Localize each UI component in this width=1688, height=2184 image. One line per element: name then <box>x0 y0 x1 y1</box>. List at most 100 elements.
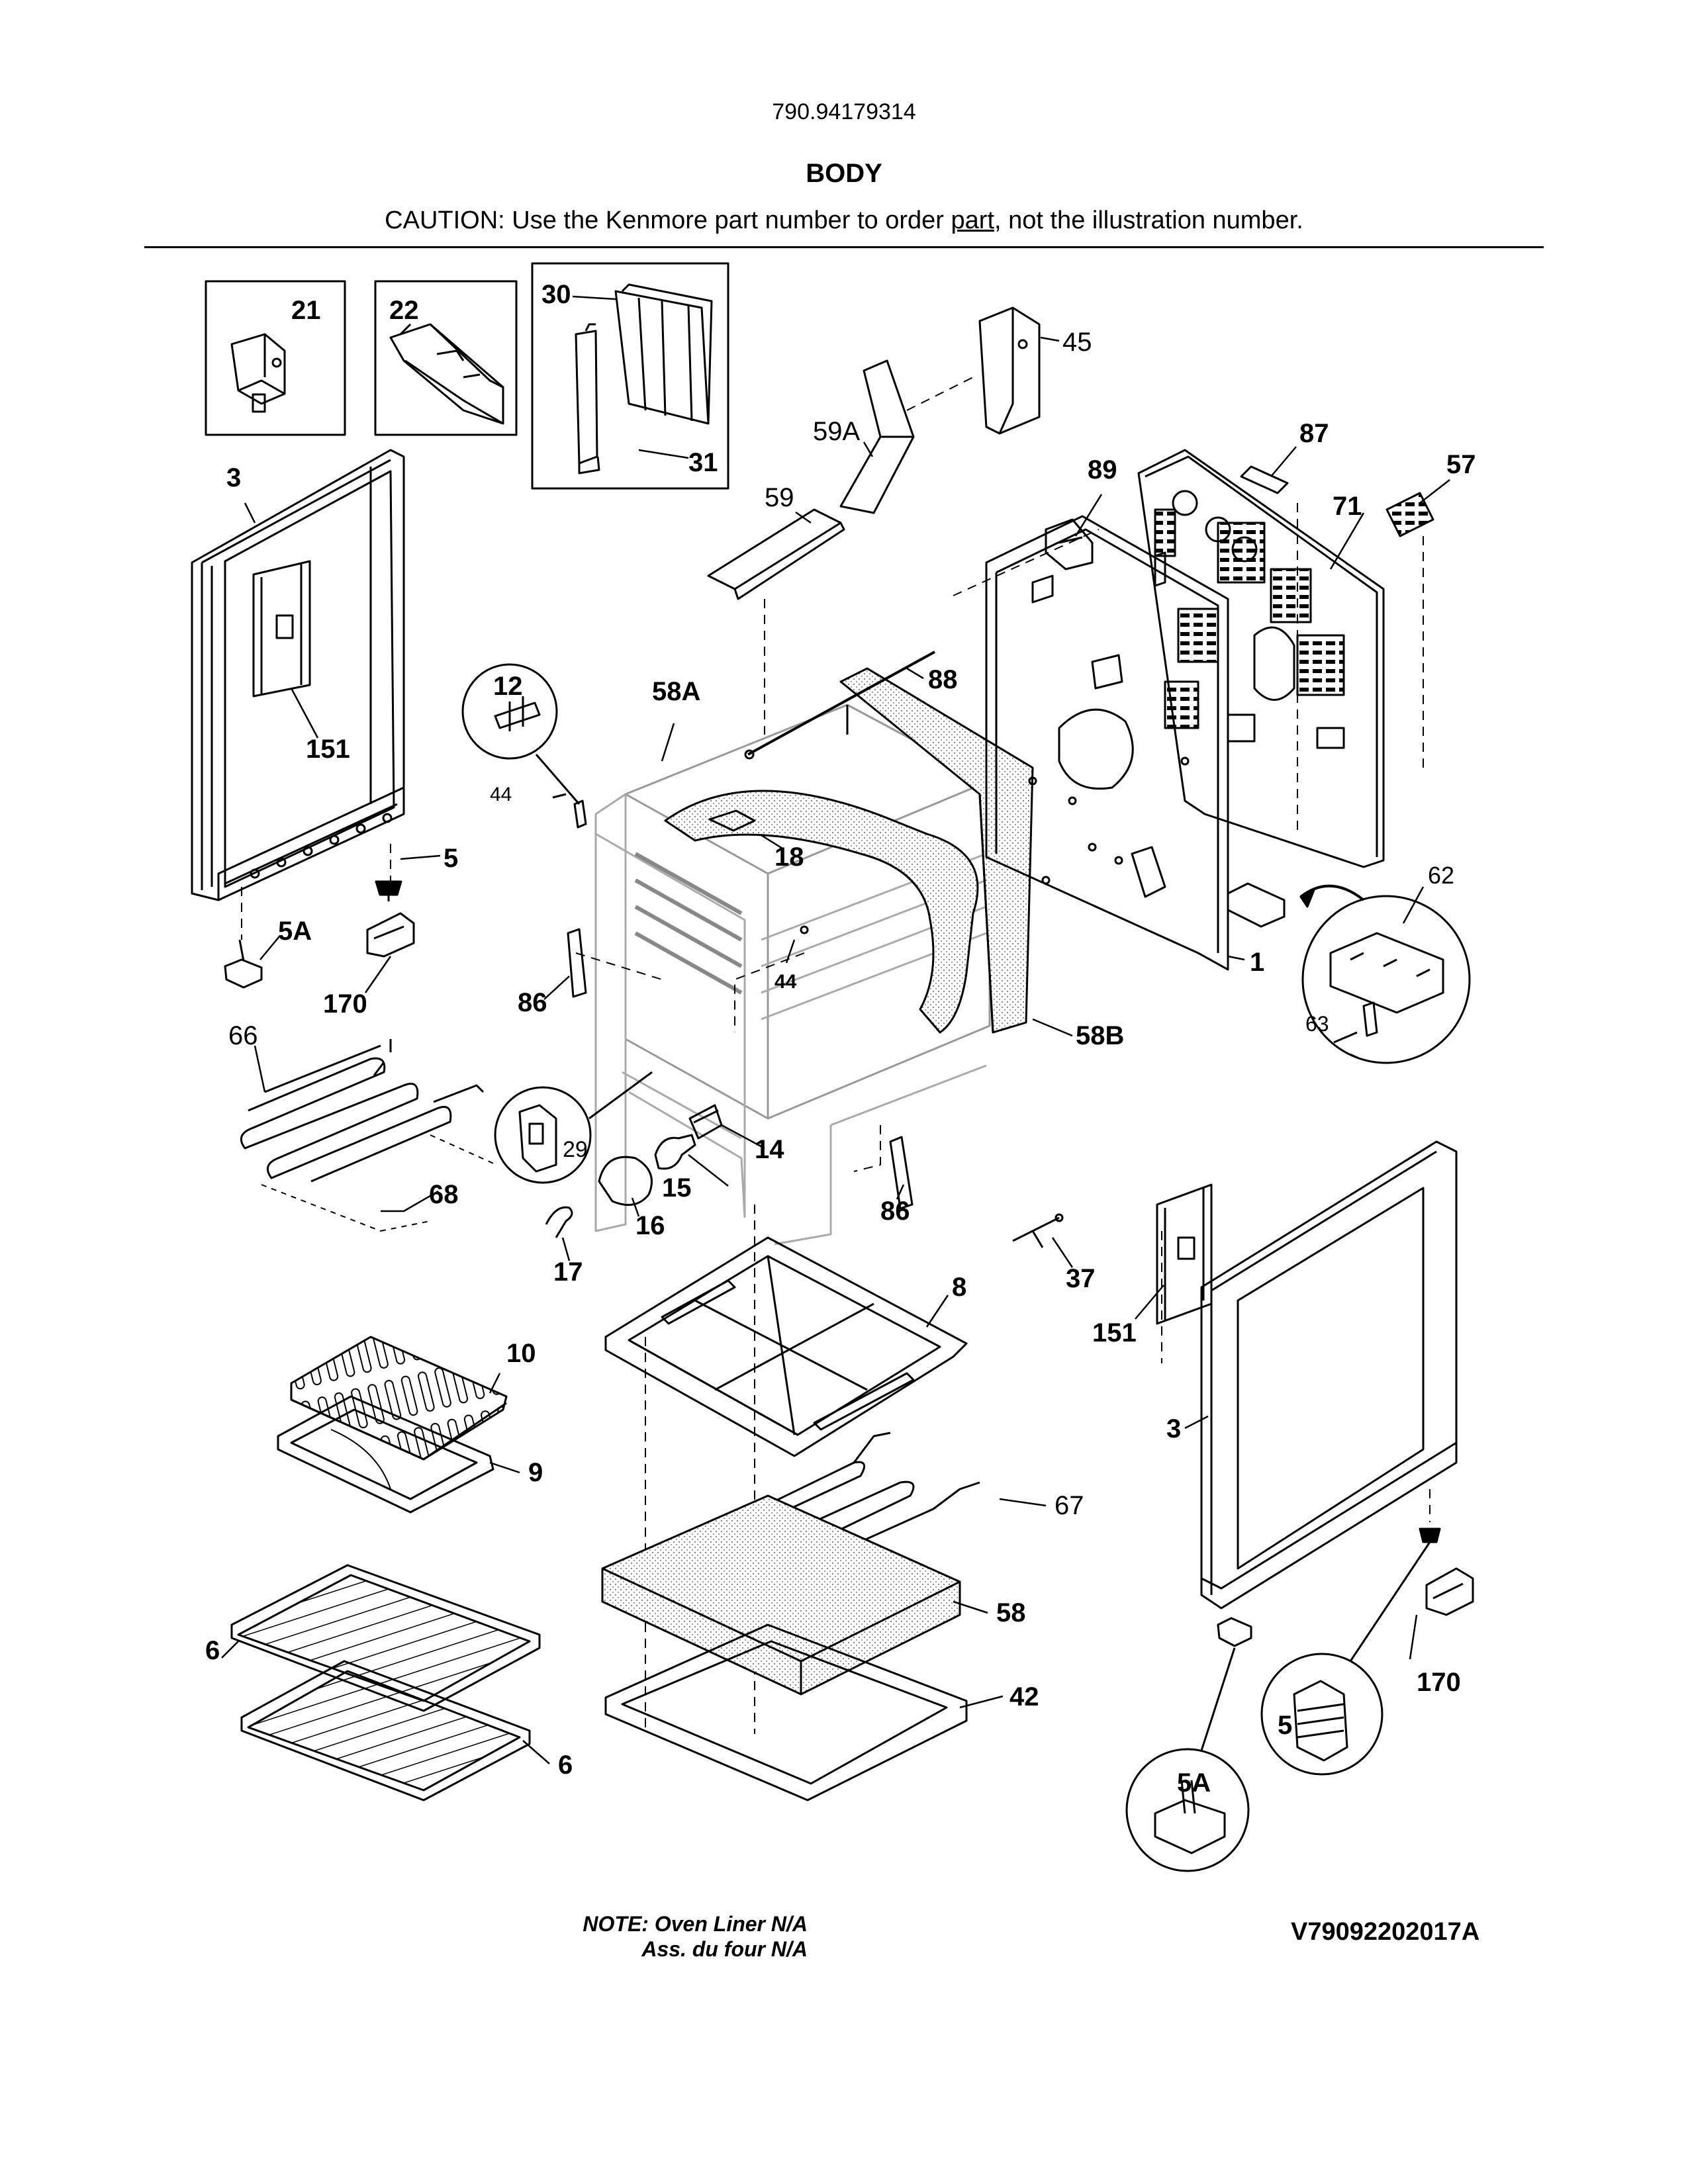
callout-151-left: 151 <box>306 735 350 764</box>
bottom-shield-42 <box>604 1623 968 1801</box>
top-element-wire-88 <box>744 651 935 760</box>
callout-170-left: 170 <box>323 989 367 1019</box>
callout-22: 22 <box>389 296 419 325</box>
bottom-insulation-58 <box>601 1494 961 1696</box>
inset-box-22 <box>374 280 518 436</box>
callout-29: 29 <box>563 1137 588 1162</box>
callout-58A: 58A <box>652 677 700 706</box>
caution-underlined-word: part <box>951 206 994 234</box>
callout-58B: 58B <box>1076 1021 1124 1050</box>
callout-89: 89 <box>1088 455 1117 484</box>
callout-6-lower: 6 <box>558 1751 573 1780</box>
callout-labels: 21 22 30 31 45 59A 59 3 89 87 57 71 12 5… <box>205 280 1476 1797</box>
leg-bracket-170-left <box>366 912 415 958</box>
sensor-inset-12 <box>461 663 581 805</box>
bracket-151-right <box>1156 1183 1213 1325</box>
callout-68: 68 <box>429 1180 459 1209</box>
broiler-grid-10 <box>290 1336 508 1461</box>
oven-liner-note: NOTE: Oven Liner N/A Ass. du four N/A <box>503 1911 808 1962</box>
broiler-pan-9 <box>277 1395 494 1514</box>
side-panel-right <box>1200 1140 1458 1610</box>
oven-rack-6-lower <box>240 1660 531 1801</box>
callout-58: 58 <box>996 1598 1026 1627</box>
callout-88: 88 <box>928 665 958 694</box>
leveling-leg-5-right <box>1419 1527 1441 1543</box>
callout-14: 14 <box>755 1135 784 1164</box>
inset-box-21 <box>205 280 346 436</box>
model-number: 790.94179314 <box>772 99 916 124</box>
callout-86-left: 86 <box>518 988 547 1017</box>
caution-text-start: CAUTION: Use the Kenmore part number to … <box>385 206 951 234</box>
lamp-cover-16 <box>598 1156 653 1206</box>
callout-66: 66 <box>228 1021 258 1050</box>
caution-text-end: , not the illustration number. <box>994 206 1303 234</box>
callout-57: 57 <box>1446 450 1476 479</box>
callout-21: 21 <box>291 296 321 325</box>
callout-12: 12 <box>493 672 523 701</box>
callout-30: 30 <box>541 280 571 309</box>
section-title: BODY <box>806 159 882 188</box>
rack-support-86-left <box>567 928 587 998</box>
drawing-code: V79092202017A <box>1291 1918 1480 1946</box>
terminal-block-inset-62 <box>1227 882 1471 1064</box>
note-line-english: NOTE: Oven Liner N/A <box>583 1912 808 1936</box>
callout-42: 42 <box>1009 1682 1039 1711</box>
callout-37: 37 <box>1066 1264 1096 1293</box>
callout-31: 31 <box>688 448 718 477</box>
vent-duct-45 <box>978 306 1041 435</box>
leg-inset-5A <box>1125 1647 1250 1872</box>
light-socket-inset-29 <box>494 1071 653 1184</box>
insulation-back-58B <box>839 667 1034 1034</box>
callout-45: 45 <box>1062 328 1092 357</box>
side-panel-left <box>191 449 405 901</box>
leg-inset-5 <box>1260 1541 1431 1776</box>
callout-15: 15 <box>662 1173 692 1203</box>
callout-151-right: 151 <box>1092 1318 1137 1347</box>
callout-5A-left: 5A <box>278 917 312 946</box>
leveling-leg-5-left <box>375 880 402 901</box>
rear-cover-71 <box>1137 449 1385 868</box>
element-wire-68 <box>261 1134 497 1232</box>
callout-18: 18 <box>774 842 804 872</box>
callout-3-left: 3 <box>226 463 241 492</box>
insulation-wrap-58A <box>664 790 979 1034</box>
callout-62: 62 <box>1428 862 1454 889</box>
callout-86-right: 86 <box>880 1197 910 1226</box>
broil-element-66 <box>240 1039 485 1183</box>
callout-5-left: 5 <box>444 844 458 873</box>
callout-16: 16 <box>635 1211 665 1240</box>
header-divider <box>144 246 1544 248</box>
callout-44-left: 44 <box>490 784 512 805</box>
bracket-89 <box>1045 518 1094 570</box>
callout-5-right: 5 <box>1278 1711 1292 1740</box>
caution-text: CAUTION: Use the Kenmore part number to … <box>0 206 1688 235</box>
callout-17: 17 <box>553 1257 583 1287</box>
assembly-guides <box>241 377 1430 1734</box>
screw-44-left <box>552 793 587 829</box>
callout-3-right: 3 <box>1166 1414 1181 1443</box>
callout-10: 10 <box>506 1339 536 1368</box>
callout-87: 87 <box>1299 419 1329 448</box>
lamp-socket-14 <box>688 1104 723 1140</box>
callout-59A: 59A <box>813 417 860 446</box>
lamp-bulb-15 <box>654 1134 696 1170</box>
callout-63: 63 <box>1305 1012 1329 1036</box>
callout-1: 1 <box>1250 948 1264 977</box>
oven-bottom-8 <box>604 1236 968 1457</box>
callout-170-right: 170 <box>1417 1668 1461 1697</box>
callout-44-center: 44 <box>774 971 797 993</box>
duct-59A <box>839 359 915 514</box>
callout-9: 9 <box>528 1458 543 1487</box>
rack-support-86-right <box>889 1136 914 1210</box>
exploded-parts-diagram: 21 22 30 31 45 59A 59 3 89 87 57 71 12 5… <box>191 262 1476 1872</box>
screw-44-center <box>800 925 809 934</box>
callout-6-upper: 6 <box>205 1636 220 1665</box>
leader-lines <box>221 295 1450 1764</box>
note-line-french: Ass. du four N/A <box>641 1937 808 1961</box>
leg-bracket-5A-left <box>224 939 263 989</box>
duct-59 <box>707 508 845 600</box>
oven-cavity <box>594 704 991 1246</box>
inset-box-30-31 <box>531 262 729 490</box>
bracket-87 <box>1240 465 1289 494</box>
access-cover-57 <box>1385 492 1434 537</box>
